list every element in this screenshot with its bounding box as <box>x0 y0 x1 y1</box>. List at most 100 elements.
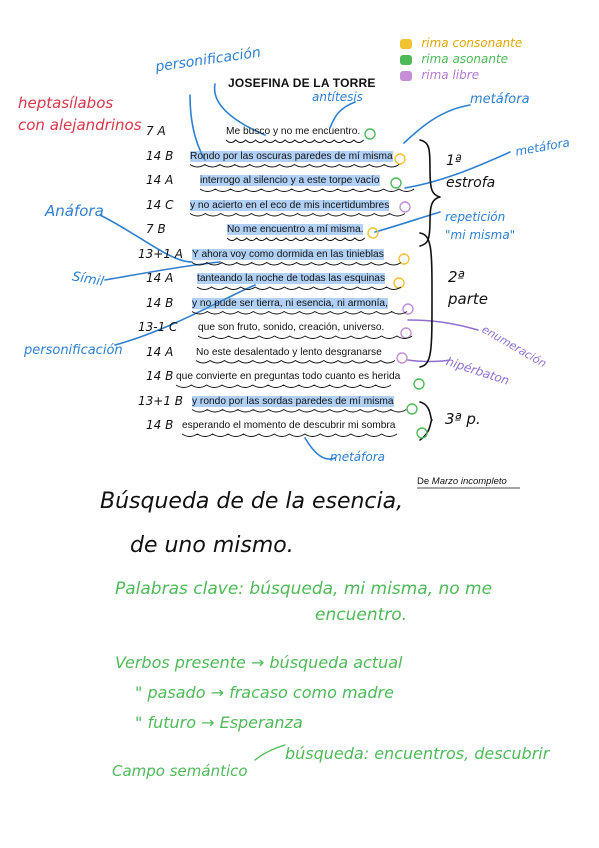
rhyme-circle <box>364 128 376 140</box>
poem-line: y rondo por las sordas paredes de mí mis… <box>192 395 394 407</box>
line-meter: 13+1 A <box>138 246 183 261</box>
rhyme-circle <box>394 153 406 165</box>
scansion-mark <box>181 433 398 437</box>
swatch-asonante-icon <box>400 54 412 65</box>
swatch-libre-icon <box>400 70 412 81</box>
arrow-anafora <box>99 214 193 263</box>
arrow-personificacion-top <box>213 83 266 136</box>
arrow-antitesis <box>329 101 356 129</box>
note-stanza-2: 2ª parte <box>448 266 488 310</box>
note-repeticion: repetición "mi misma" <box>445 208 515 244</box>
poem-line: esperando el momento de descubrir mi som… <box>182 420 396 431</box>
poem-line: Rondo por las oscuras paredes de mí mism… <box>190 150 393 162</box>
note-stanza-1: 1ª estrofa <box>446 150 495 194</box>
note-palabras-clave: Palabras clave: búsqueda, mi misma, no m… <box>115 576 492 628</box>
arrow-enumeracion <box>407 319 479 331</box>
note-line: de uno mismo. <box>130 533 294 558</box>
note-line: Palabras clave: búsqueda, mi misma, no m… <box>115 579 493 599</box>
bracket-stanza-2 <box>419 232 433 368</box>
poem-line: que convierte en preguntas todo cuanto e… <box>176 371 401 382</box>
rhyme-circle <box>367 227 379 239</box>
note-stanza-3: 3ª p. <box>445 410 481 428</box>
scansion-mark <box>226 237 366 241</box>
line-meter: 13+1 B <box>138 393 184 408</box>
scansion-mark <box>175 384 392 388</box>
arrow-repeticion <box>374 211 441 233</box>
source-title: Marzo incompleto <box>431 476 507 487</box>
note-line: estrofa <box>446 175 496 191</box>
note-personificacion-left: personificación <box>24 343 123 358</box>
note-metafora-top: metáfora <box>470 92 530 107</box>
line-meter: 7 B <box>146 222 166 236</box>
legend-item-libre: rima libre <box>400 68 479 82</box>
scansion-mark <box>225 139 365 143</box>
line-meter: 14 A <box>146 173 174 187</box>
poem-author-title: JOSEFINA DE LA TORRE <box>228 76 376 90</box>
note-line: "mi misma" <box>445 228 516 242</box>
rhyme-circle <box>406 403 418 415</box>
scansion-mark <box>191 408 407 413</box>
rhyme-circle <box>396 352 408 364</box>
bracket-stanza-3 <box>419 401 433 441</box>
campo-connector <box>254 744 286 761</box>
line-meter: 14 B <box>146 295 174 310</box>
bracket-stanza-1 <box>419 139 441 247</box>
poem-line: Y ahora voy como dormida en las tiniebla… <box>192 248 384 260</box>
line-meter: 14 A <box>146 344 174 359</box>
legend-item-consonante: rima consonante <box>400 36 522 50</box>
rhyme-circle <box>393 277 405 289</box>
note-anafora: Anáfora <box>45 202 104 220</box>
rhyme-circle <box>398 253 410 265</box>
note-campo-detail: búsqueda: encuentros, descubrir <box>285 744 550 763</box>
rhyme-circle <box>399 201 411 213</box>
note-line: parte <box>448 290 488 308</box>
rhyme-circle <box>416 427 428 439</box>
legend-label: rima asonante <box>421 52 509 66</box>
legend-label: rima consonante <box>421 36 523 50</box>
arrow-personificacion-top-2 <box>189 94 206 161</box>
legend-item-asonante: rima asonante <box>400 52 508 66</box>
scansion-mark <box>197 335 413 339</box>
line-meter: 14 C <box>146 197 174 212</box>
note-line: Verbos presente → búsqueda actual <box>115 653 403 672</box>
line-meter: 14 B <box>146 369 174 383</box>
poem-line: Me busco y no me encuentro. <box>226 126 361 137</box>
note-line: " pasado → fracaso como madre <box>135 683 394 702</box>
swatch-consonante-icon <box>400 38 412 49</box>
arrow-hiperbaton <box>407 359 451 363</box>
note-line: " futuro → Esperanza <box>135 713 303 732</box>
scansion-mark <box>191 261 402 266</box>
scansion-mark <box>199 188 415 192</box>
line-meter: 13-1 C <box>138 320 178 334</box>
note-line: con alejandrinos <box>18 116 142 134</box>
scansion-mark <box>196 286 402 290</box>
rhyme-circle <box>400 327 412 339</box>
line-meter: 7 A <box>146 124 166 138</box>
note-antitesis: antítesis <box>312 90 363 104</box>
arrow-metafora-right <box>404 151 511 189</box>
rhyme-circle <box>390 177 402 189</box>
scansion-mark <box>191 310 408 315</box>
poem-line: tanteando la noche de todas las esquinas <box>197 273 386 284</box>
poem-line: interrogo al silencio y a este torpe vac… <box>200 175 380 186</box>
scansion-mark <box>195 359 396 364</box>
poem-source: De Marzo incompleto <box>417 476 507 487</box>
line-meter: 14 A <box>146 271 174 285</box>
rhyme-circle <box>413 378 425 390</box>
note-busqueda: Búsqueda de de la esencia, de uno mismo. <box>100 480 403 568</box>
poem-line: No este desalentado y lento desgranarse <box>196 346 382 358</box>
arrow-simil <box>104 261 221 281</box>
note-line: heptasílabos <box>18 94 114 112</box>
poem-line: que son fruto, sonido, creación, univers… <box>198 322 385 333</box>
scansion-mark <box>189 163 400 168</box>
arrow-personificacion-left <box>114 284 256 346</box>
note-metafora-bottom: metáfora <box>330 450 385 464</box>
line-meter: 14 B <box>146 148 174 163</box>
source-prefix: De <box>417 476 432 487</box>
legend-label: rima libre <box>421 68 480 82</box>
scansion-mark <box>189 212 406 217</box>
poem-line: y no acierto en el eco de mis incertidum… <box>190 199 390 211</box>
note-line: 2ª <box>448 268 465 286</box>
note-line: 1ª <box>446 153 462 169</box>
